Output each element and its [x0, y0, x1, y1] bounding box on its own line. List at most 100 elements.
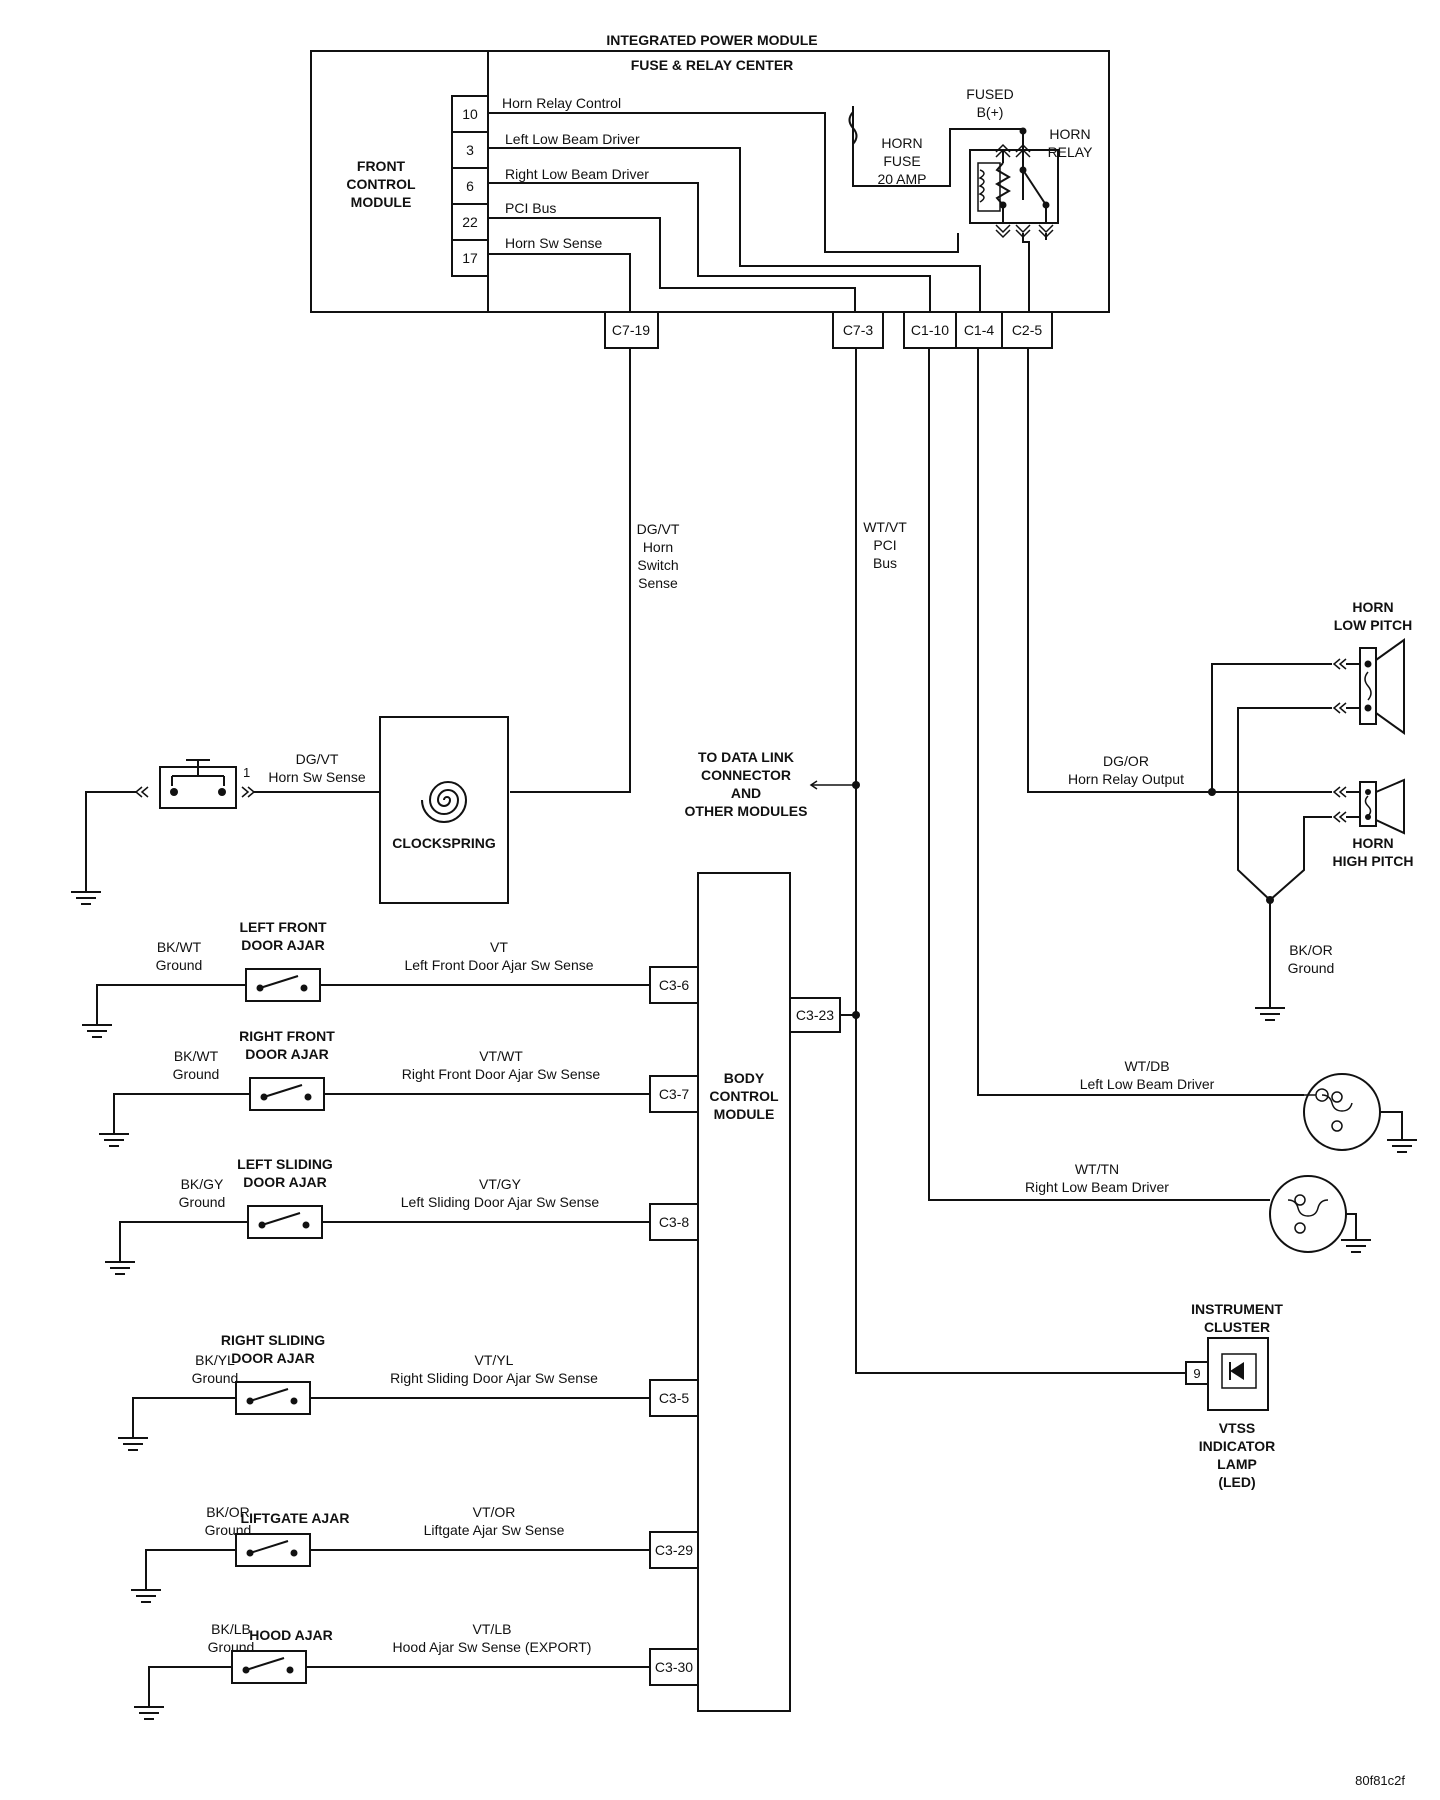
cluster-pin: 9: [1193, 1366, 1200, 1381]
switch-arm-icon: [249, 1540, 289, 1554]
lamp-label: (LED): [1218, 1474, 1255, 1490]
lamp-label: INDICATOR: [1199, 1438, 1275, 1454]
wire-label: VT/GY: [479, 1176, 522, 1192]
wire-label: Right Front Door Ajar Sw Sense: [402, 1066, 601, 1082]
cluster-title: CLUSTER: [1204, 1319, 1270, 1335]
left-low-beam-lamp-icon: [1303, 1073, 1417, 1153]
wire-label: DG/VT: [296, 751, 339, 767]
horn-low-label: HORN: [1352, 599, 1393, 615]
ipm-subtitle: FUSE & RELAY CENTER: [631, 57, 794, 73]
wire-label: WT/DB: [1124, 1058, 1169, 1074]
ground-wire: [119, 1221, 248, 1262]
bcm-connector-box: [649, 1379, 699, 1417]
bcm-connector-box: [649, 1648, 699, 1686]
wire-label: Horn Sw Sense: [268, 769, 365, 785]
horn-low-label: LOW PITCH: [1334, 617, 1413, 633]
fuse-label: 20 AMP: [877, 171, 926, 187]
switch-contact: [286, 1666, 294, 1674]
bcm-connector-label: C3-7: [659, 1086, 690, 1102]
switch-box: [249, 1077, 325, 1111]
connector-label: C7-19: [612, 322, 650, 338]
wire-label: Right Low Beam Driver: [1025, 1179, 1169, 1195]
fcm-pin-boxes: [451, 95, 489, 277]
switch-box: [235, 1533, 311, 1567]
lamp-label: LAMP: [1217, 1456, 1257, 1472]
data-link-label: OTHER MODULES: [685, 803, 808, 819]
fcm-pin-number: 6: [466, 178, 474, 194]
fcm-signal-label: PCI Bus: [505, 200, 556, 216]
wire-label: VT/YL: [475, 1352, 514, 1368]
wire-label: BK/WT: [157, 939, 202, 955]
switch-box: [231, 1650, 307, 1684]
ground-icon: [71, 891, 101, 905]
wire-label: DG/VT: [637, 521, 680, 537]
switch-title: DOOR AJAR: [245, 1046, 329, 1062]
clockspring-label: CLOCKSPRING: [392, 835, 496, 851]
data-link-label: CONNECTOR: [701, 767, 791, 783]
ground-wire: [145, 1549, 236, 1590]
wire-label: Ground: [208, 1639, 255, 1655]
wire-label: WT/VT: [863, 519, 907, 535]
connector-label: C7-3: [843, 322, 874, 338]
fcm-label: MODULE: [351, 194, 412, 210]
right-low-beam-lamp-icon: [1269, 1175, 1371, 1253]
fcm-signal-label: Horn Relay Control: [502, 95, 621, 111]
wire-label: BK/OR: [1289, 942, 1333, 958]
lamp-label: VTSS: [1219, 1420, 1256, 1436]
horn-switch: [85, 759, 380, 892]
switch-title: HOOD AJAR: [249, 1627, 333, 1643]
switch-contact: [302, 1221, 310, 1229]
fuse-label: FUSED: [966, 86, 1013, 102]
wire-label: BK/WT: [174, 1048, 219, 1064]
switch-box: [245, 968, 321, 1002]
fuse-label: FUSE: [883, 153, 920, 169]
horn-high-label: HORN: [1352, 835, 1393, 851]
wire-label: Ground: [192, 1370, 239, 1386]
bcm-connector-box: [649, 1531, 699, 1569]
wire-label: Liftgate Ajar Sw Sense: [424, 1522, 565, 1538]
bcm-connector-label: C3-5: [659, 1390, 690, 1406]
fcm-pin-number: 10: [462, 106, 478, 122]
switch-contact: [290, 1549, 298, 1557]
wire-label: Bus: [873, 555, 897, 571]
switch-title: LIFTGATE AJAR: [241, 1510, 350, 1526]
bcm-connector-box: [649, 966, 699, 1004]
wire-label: VT/LB: [473, 1621, 512, 1637]
wire-label: VT/OR: [473, 1504, 516, 1520]
bcm-connector-box: [649, 1203, 699, 1241]
horn-high-pitch-icon: [1332, 778, 1405, 835]
switch-box: [247, 1205, 323, 1239]
bcm-connector-box: [649, 1075, 699, 1113]
fcm-pin-number: 22: [462, 214, 478, 230]
bcm-connector-label: C3-6: [659, 977, 690, 993]
clockspring-icon: [421, 781, 468, 823]
fcm-pin-number: 3: [466, 142, 474, 158]
bcm-connector-label: C3-29: [655, 1542, 693, 1558]
fcm-label: FRONT: [357, 158, 406, 174]
fcm-pin-number: 17: [462, 250, 478, 266]
switch-contact: [290, 1397, 298, 1405]
wire-label: Ground: [1288, 960, 1335, 976]
fuse-label: HORN: [881, 135, 922, 151]
wire-label: Horn Relay Output: [1068, 771, 1184, 787]
wire-label: BK/OR: [206, 1504, 250, 1520]
switch-arm-icon: [261, 1212, 301, 1226]
ipm-internal-wires: [488, 106, 1059, 312]
wire-label: Ground: [156, 957, 203, 973]
wire-label: Ground: [179, 1194, 226, 1210]
horn-low-pitch-icon: [1332, 638, 1405, 735]
switch-title: DOOR AJAR: [243, 1174, 327, 1190]
ipm-title: INTEGRATED POWER MODULE: [606, 32, 817, 48]
switch-contact: [300, 984, 308, 992]
bcm-connector-label: C3-30: [655, 1659, 693, 1675]
fuse-label: B(+): [977, 104, 1004, 120]
connector-label: C1-4: [964, 322, 995, 338]
fcm-label: CONTROL: [346, 176, 416, 192]
ground-wire: [148, 1666, 232, 1707]
fcm-signal-label: Right Low Beam Driver: [505, 166, 649, 182]
ipm-connector-boxes: [604, 311, 1053, 349]
switch-title: RIGHT SLIDING: [221, 1332, 325, 1348]
switch-arm-icon: [249, 1388, 289, 1402]
ground-icon: [1255, 1007, 1285, 1021]
